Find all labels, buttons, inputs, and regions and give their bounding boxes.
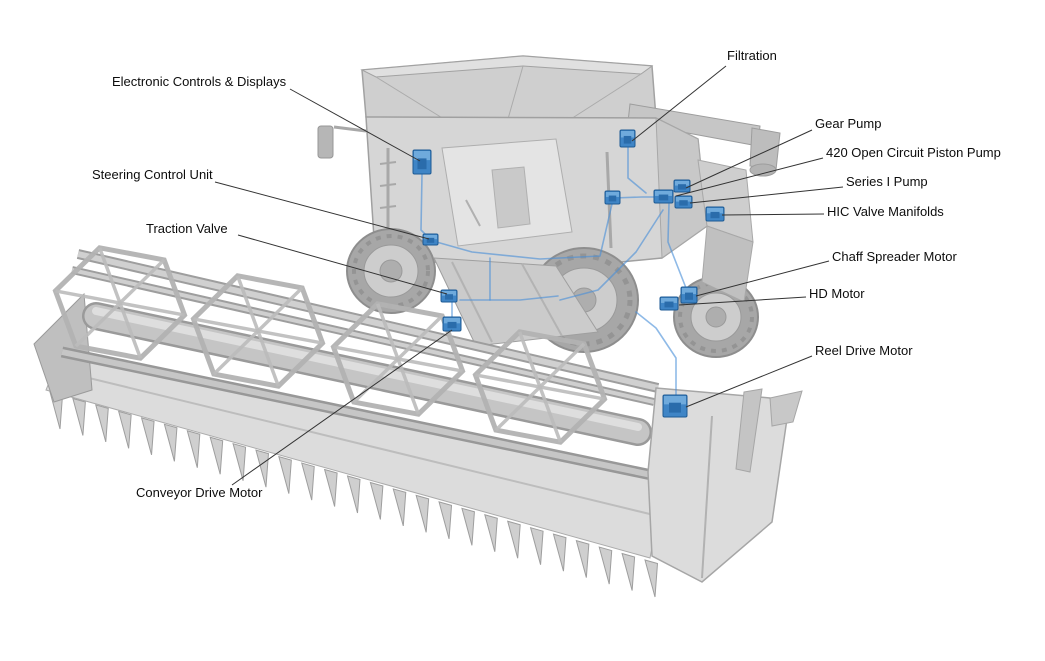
reel-spider-hexagon [52,245,188,361]
hydraulic-hose-8 [635,311,677,397]
cutter-tooth [278,455,292,494]
cutter-tooth [506,520,521,559]
hydraulic-hoses [420,146,687,397]
unloading-auger [627,103,781,177]
component-electronic-controls-displays [412,149,432,175]
cutter-tooth [72,397,86,436]
hydraulic-hose-2 [612,196,657,199]
component-gear-pump [673,179,691,193]
cutter-tooth [232,442,247,481]
cutter-tooth [438,501,453,539]
cutter-tooth [117,410,132,449]
hydraulic-hose-5 [559,209,664,301]
cutter-tooth [484,514,498,552]
leader-traction-valve [237,234,448,295]
hydraulic-hose-3 [627,146,647,194]
cutter-tooth [621,552,636,591]
cutter-tooth [392,488,407,527]
reel-spider-hexagon [472,329,608,445]
feeder-house [433,257,599,347]
cutter-teeth [49,391,659,598]
cutter-tooth [575,539,590,578]
reel-spider-hexagon [190,273,326,389]
leader-series-i-pump [689,186,844,204]
leader-filtration [631,65,727,142]
component-chaff-spreader-motor [680,286,698,304]
cutter-tooth [323,468,338,507]
component-hd-motor [659,296,679,311]
component-reel-drive-motor [662,394,688,418]
leader-hic-valve-manifolds [721,213,825,216]
component-steering-control-unit [422,233,439,246]
leader-steering-control-unit [214,181,430,240]
cutter-tooth [140,417,155,455]
cutter-tooth [369,481,384,520]
cutter-tooth [95,404,109,443]
leader-open-circuit-piston-pump-420 [675,157,824,197]
hydraulic-hose-7 [459,295,559,301]
cutter-tooth [461,507,475,546]
component-hic-valve-manifold-left [604,190,621,205]
front-wheel [346,228,436,314]
cutter-tooth [346,475,361,514]
cutter-tooth [301,462,315,501]
cutter-tooth [644,559,659,598]
hydraulic-hose-4 [667,203,687,289]
leader-chaff-spreader-motor [695,260,830,297]
component-open-circuit-piston-pump-420 [653,189,674,204]
hydraulic-hose-1 [432,203,613,260]
reel-spider-hexagon [330,301,466,417]
cutter-tooth [186,430,201,468]
leader-electronic-controls-displays [289,88,421,162]
component-hic-valve-manifold-right [705,206,725,222]
side-mirror [317,125,367,159]
hydraulic-components [412,129,725,418]
reel-spiders [52,245,608,445]
cutter-tooth [209,436,224,475]
header-frame [33,249,668,484]
cab-window [441,138,573,247]
cutter-tooth [598,546,613,585]
header-right-panel [647,387,803,583]
cutter-tooth [529,526,544,565]
cutter-tooth [552,533,567,572]
cutter-tooth [255,449,269,488]
cutter-tooth [163,423,178,462]
leader-reel-drive-motor [685,355,813,408]
leader-hd-motor [678,296,807,306]
cutter-tooth [415,494,430,533]
component-series-i-pump [674,195,693,209]
leader-conveyor-drive-motor [231,329,453,486]
leader-gear-pump [685,129,813,189]
component-conveyor-drive-motor [442,316,462,332]
grain-tank [360,55,657,129]
